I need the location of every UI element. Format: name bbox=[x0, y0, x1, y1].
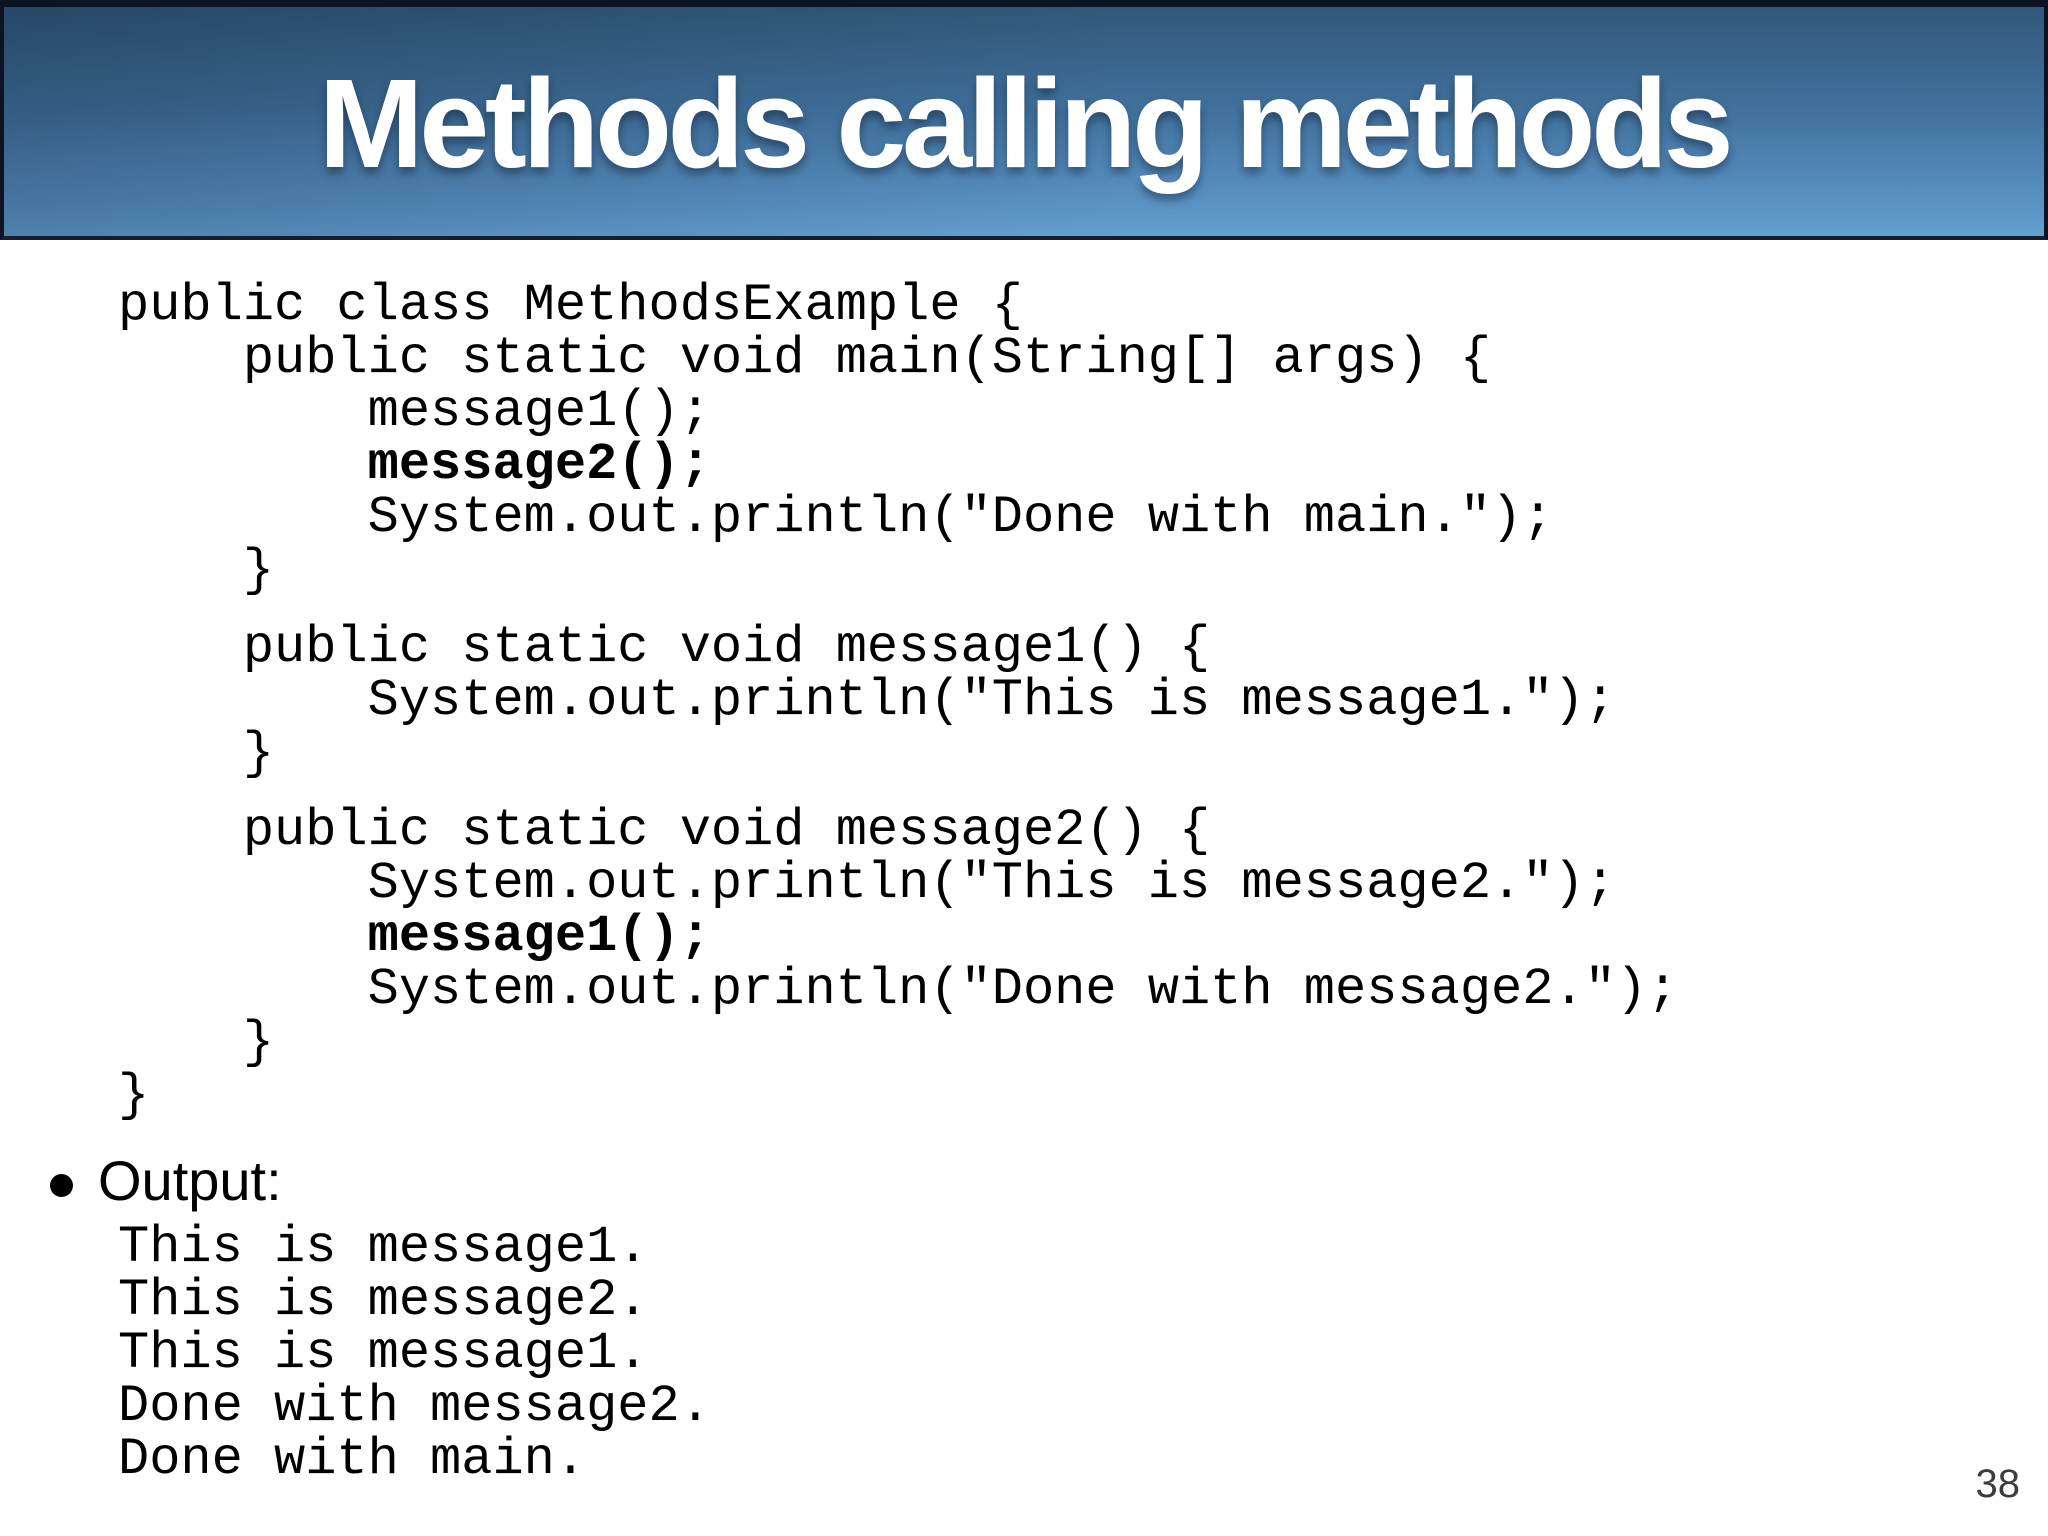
code-line: public static void message2() { bbox=[118, 801, 1211, 860]
code-group: public static void message1() { System.o… bbox=[118, 621, 1678, 780]
bullet-icon bbox=[50, 1173, 73, 1197]
code-line: } bbox=[118, 1013, 275, 1072]
code-line: public class MethodsExample { bbox=[118, 276, 1023, 335]
code-group: public class MethodsExample { public sta… bbox=[118, 279, 1678, 597]
code-line: System.out.println("Done with message2."… bbox=[118, 960, 1679, 1019]
output-line: Done with main. bbox=[118, 1430, 587, 1489]
code-line: message2(); bbox=[118, 435, 711, 494]
output-line: This is message1. bbox=[118, 1218, 649, 1277]
code-line: message1(); bbox=[118, 382, 711, 441]
slide-header: Methods calling methods bbox=[0, 0, 2048, 240]
code-line: } bbox=[118, 541, 275, 600]
slide-title: Methods calling methods bbox=[318, 53, 1734, 194]
code-line: public static void main(String[] args) { bbox=[118, 329, 1492, 388]
code-line: } bbox=[118, 1066, 150, 1125]
code-block: public class MethodsExample { public sta… bbox=[118, 279, 1678, 1122]
code-line: public static void message1() { bbox=[118, 618, 1211, 677]
code-line: System.out.println("Done with main."); bbox=[118, 488, 1554, 547]
output-lines: This is message1.This is message2.This i… bbox=[118, 1221, 711, 1486]
output-line: This is message1. bbox=[118, 1324, 649, 1383]
page-number: 38 bbox=[1975, 1462, 2021, 1506]
code-line: message1(); bbox=[118, 907, 711, 966]
code-line: System.out.println("This is message2."); bbox=[118, 854, 1616, 913]
code-line: System.out.println("This is message1."); bbox=[118, 671, 1616, 730]
output-section: Output: bbox=[50, 1149, 282, 1213]
output-line: Done with message2. bbox=[118, 1377, 711, 1436]
output-line: This is message2. bbox=[118, 1271, 649, 1330]
code-line: } bbox=[118, 724, 275, 783]
output-label: Output: bbox=[98, 1149, 282, 1212]
code-group: public static void message2() { System.o… bbox=[118, 804, 1678, 1122]
